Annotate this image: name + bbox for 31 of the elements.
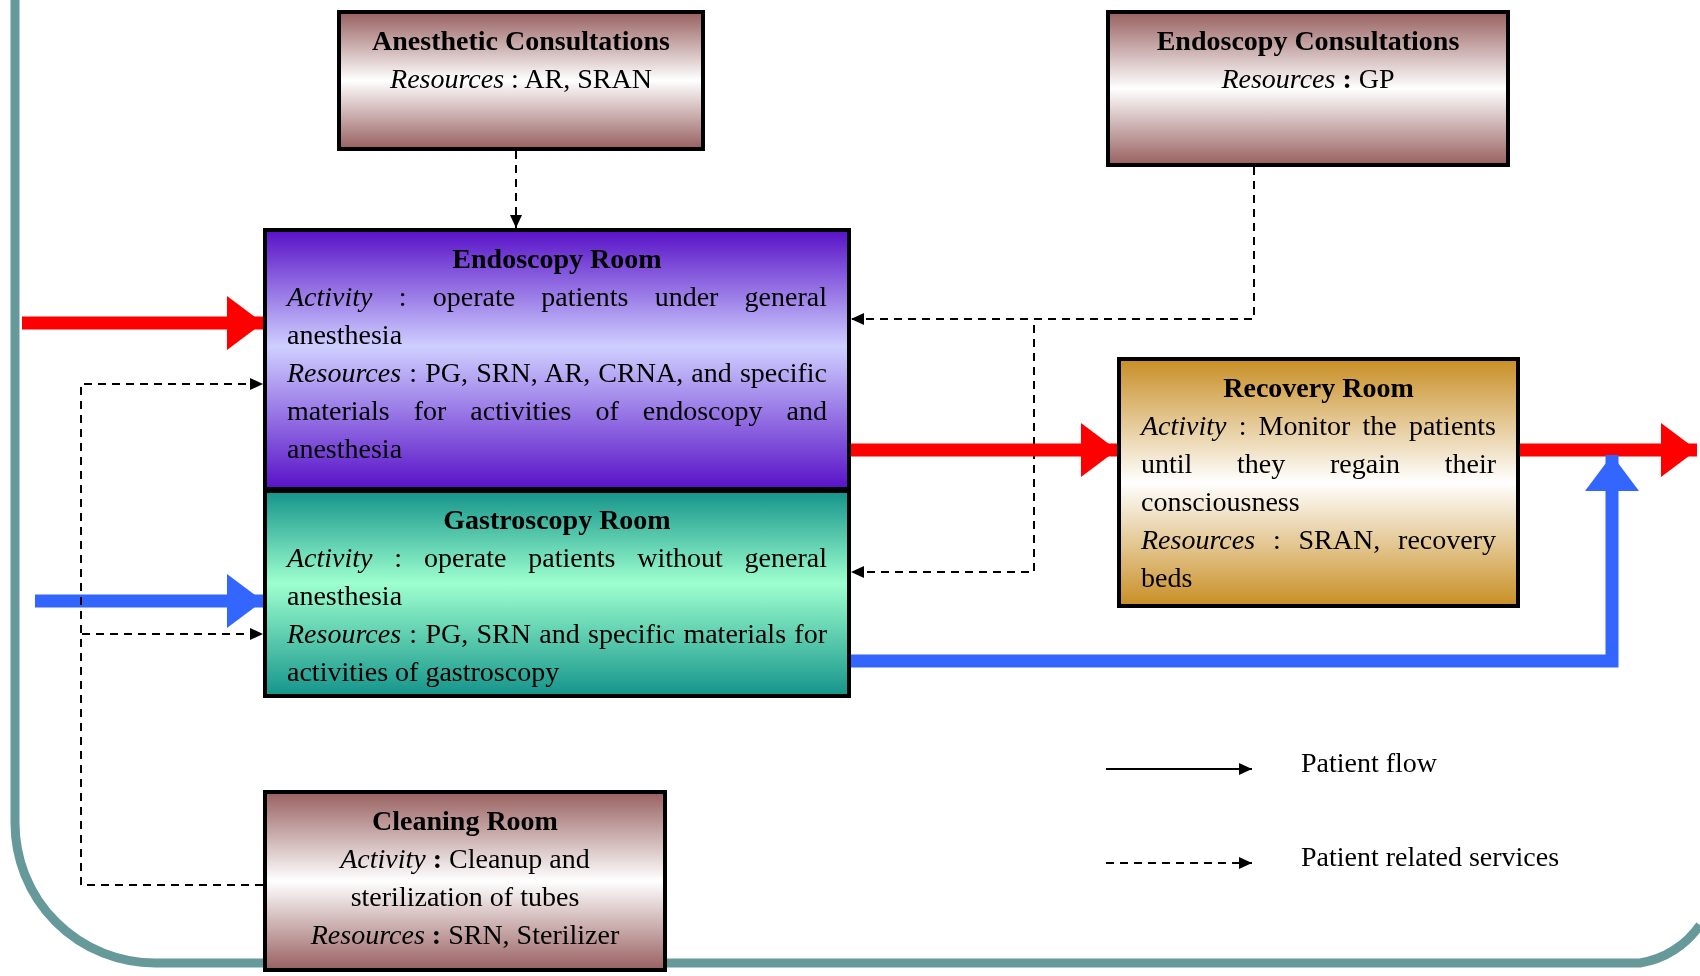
flow-arrow: [851, 423, 1117, 477]
room-box: [1106, 10, 1510, 167]
flow-arrow: [35, 574, 263, 628]
room-description: Resources : PG, SRN and specific materials for activities of gastroscopy: [287, 617, 827, 689]
room-description: Resources : AR, SRAN: [389, 62, 653, 96]
flow-arrow: [1520, 423, 1697, 477]
room-box: [263, 790, 667, 972]
room-description: Resources : PG, SRN, AR, CRNA, and specific materials for activities of endoscopy and anesthesia: [287, 356, 827, 466]
room-title: Endoscopy Consultations: [1155, 24, 1461, 58]
dashed-arrow: [80, 628, 264, 886]
legend-label: Patient flow: [1301, 747, 1438, 779]
room-description: Resources : SRAN, recovery beds: [1141, 523, 1496, 595]
room-title: Recovery Room: [1222, 371, 1415, 405]
room-description: Resources : SRN, Sterilizer: [309, 918, 621, 952]
dashed-arrow: [510, 150, 522, 229]
room-description: Activity : operate patients under general anesthesia: [287, 280, 827, 352]
room-description: Activity : Cleanup and sterilization of tubes: [337, 842, 591, 914]
room-title: Cleaning Room: [371, 804, 559, 838]
room-title: Gastroscopy Room: [442, 503, 672, 537]
room-title: Endoscopy Room: [451, 242, 663, 276]
room-description: Activity : Monitor the patients until they regain their consciousness: [1141, 409, 1496, 519]
legend-label: Patient related services: [1301, 841, 1560, 873]
room-title: Anesthetic Consultations: [371, 24, 671, 58]
room-description: Resources : GP: [1220, 62, 1396, 96]
room-box: [263, 489, 851, 698]
flow-arrow: [851, 455, 1639, 668]
room-box: [337, 10, 705, 151]
flow-arrow: [22, 296, 263, 350]
room-description: Activity : operate patients without general anesthesia: [287, 541, 827, 613]
room-box: [1117, 357, 1520, 608]
room-box: [263, 228, 851, 491]
